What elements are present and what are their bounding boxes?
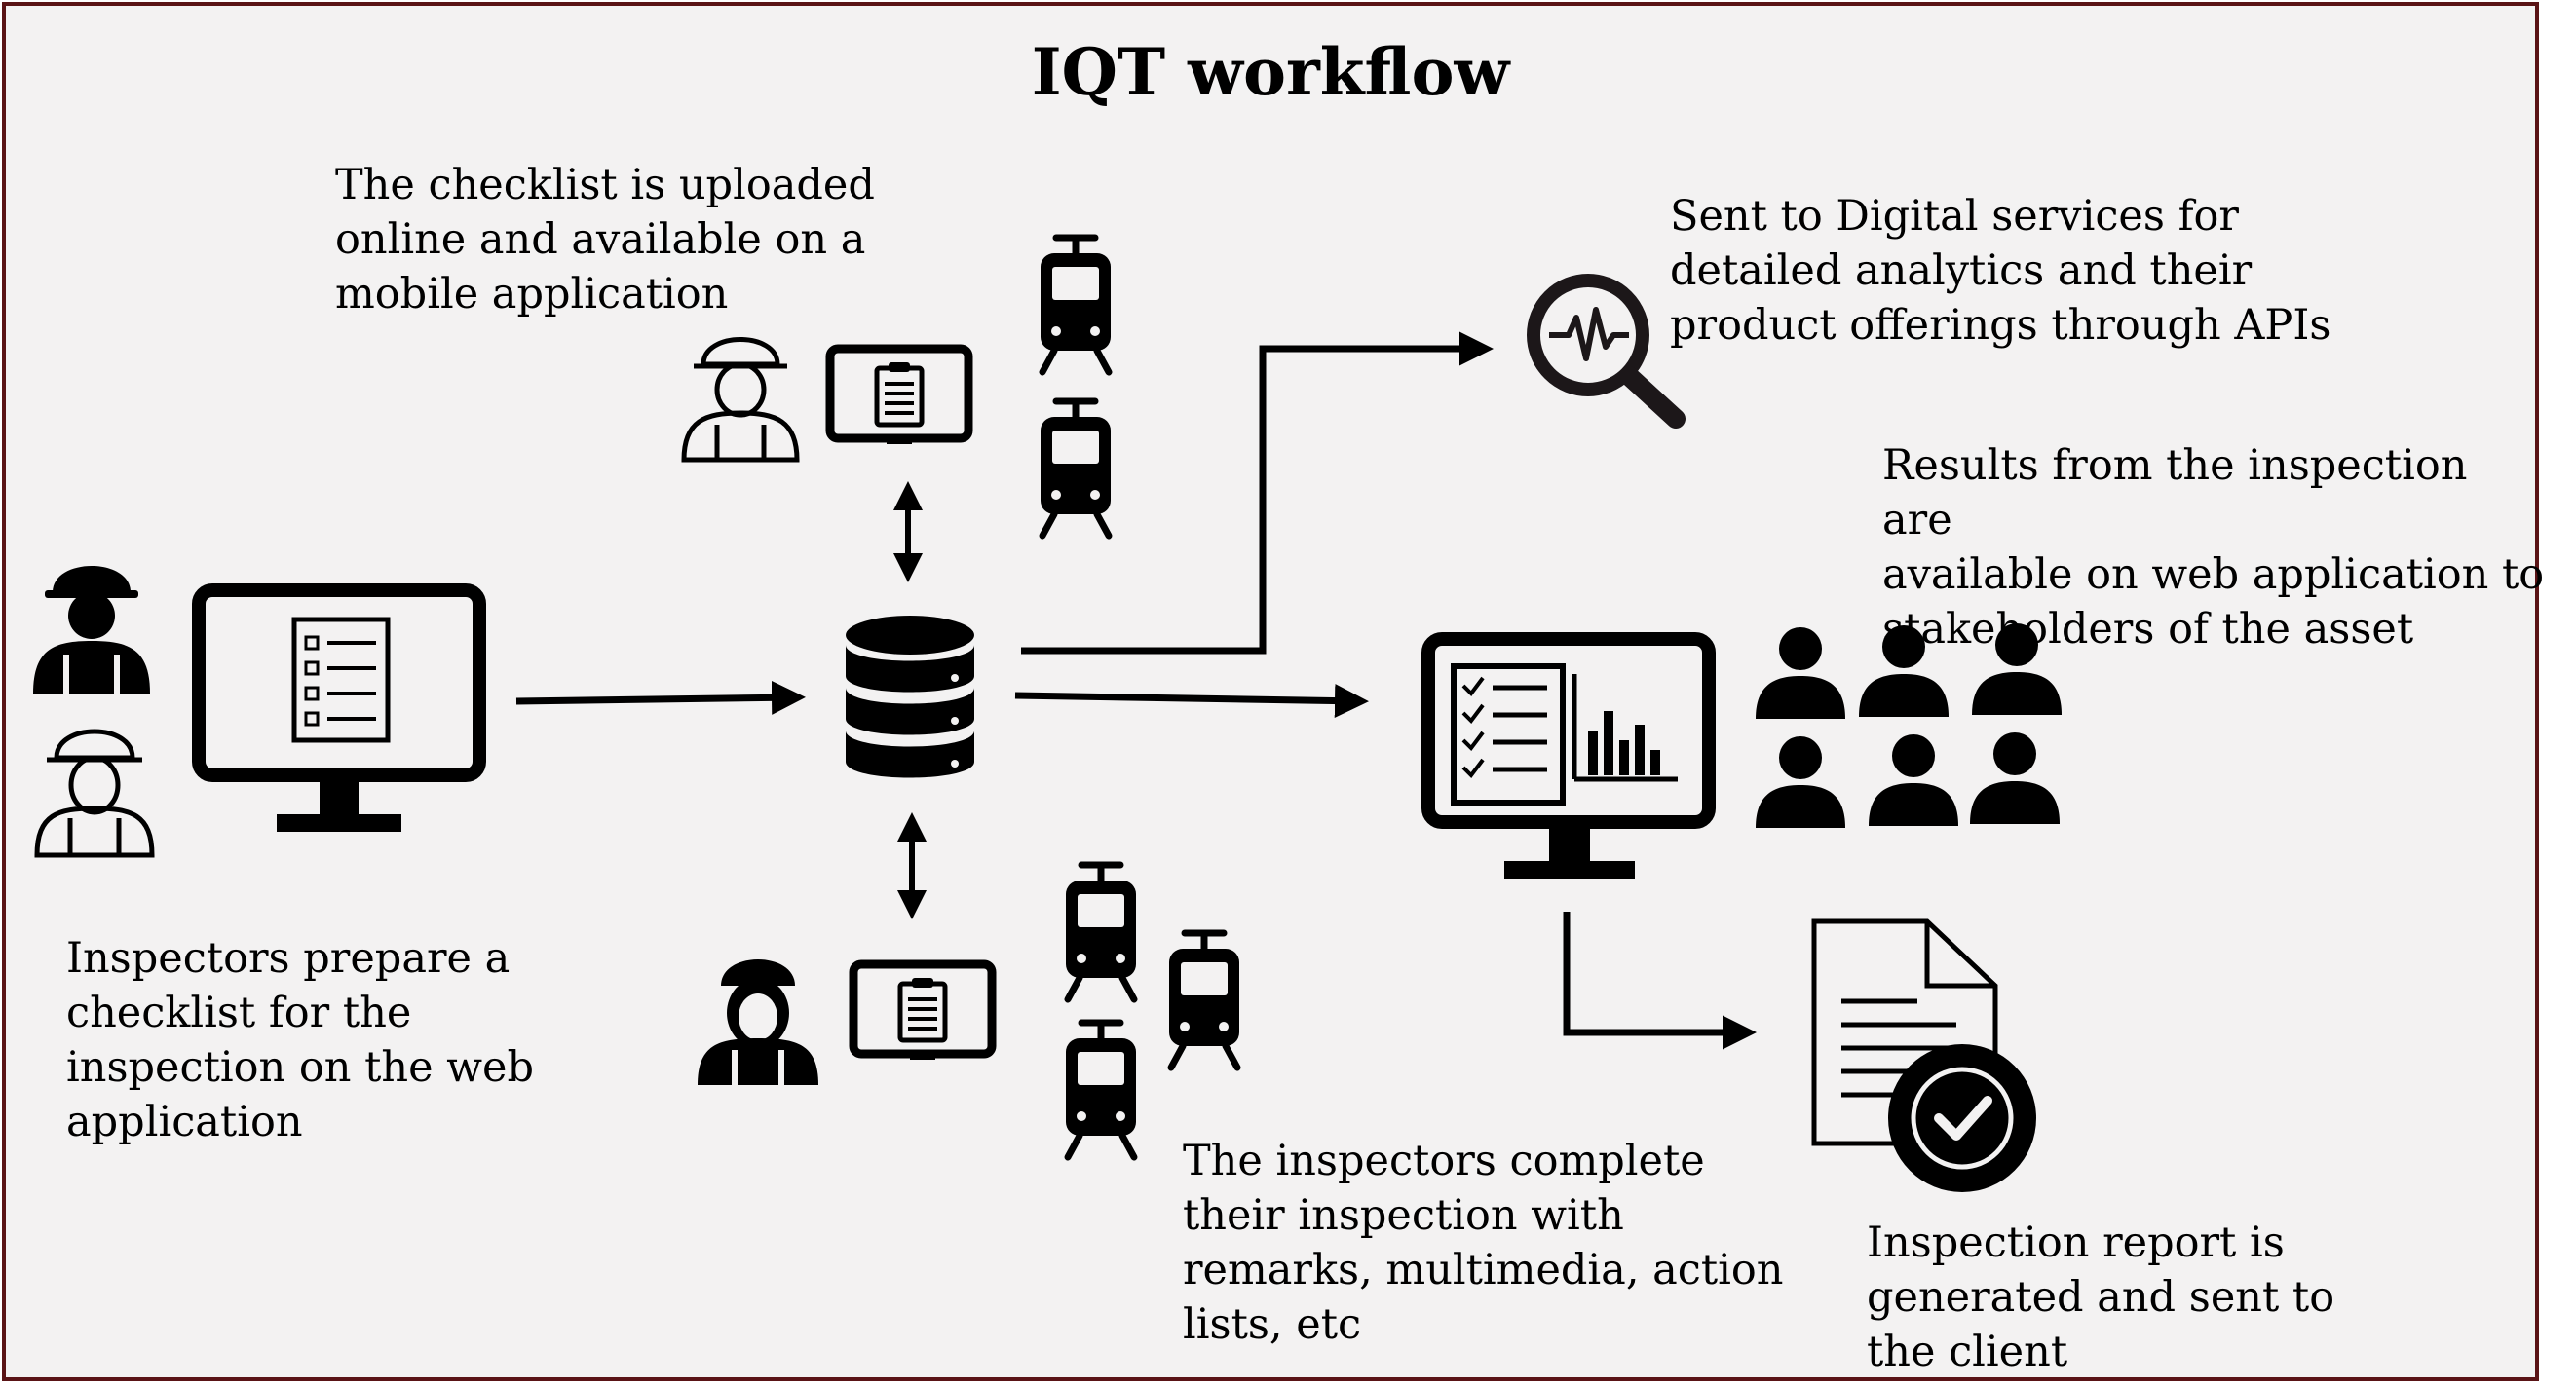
step-results-text: Results from the inspection are availabl… [1882, 441, 2545, 654]
analytics-search-icon [1527, 274, 1686, 429]
inspector-icon [33, 566, 150, 694]
step-upload-text: The checklist is uploaded online and ava… [335, 161, 875, 319]
inspector-icon [698, 959, 818, 1085]
monitor-dashboard-icon [1421, 632, 1716, 879]
diagram-title: IQT workflow [1031, 34, 1510, 110]
train-icon [1066, 1023, 1136, 1157]
certified-report-icon [1811, 918, 2036, 1192]
step-report-text: Inspection report is generated and sent … [1867, 1218, 2335, 1376]
train-icon [1041, 401, 1111, 536]
diagram-border [2, 2, 2539, 1381]
train-icon [1041, 238, 1111, 372]
train-icon [1169, 933, 1239, 1068]
inspector-icon [681, 337, 800, 463]
flow-arrows [515, 331, 1757, 1050]
inspector-icon [34, 729, 155, 858]
tablet-checklist-icon [830, 349, 968, 442]
step-complete-text: The inspectors complete their inspection… [1183, 1137, 1784, 1349]
tablet-checklist-icon [853, 964, 992, 1058]
step-prepare-text: Inspectors prepare a checklist for the i… [66, 934, 534, 1146]
train-icon [1066, 865, 1136, 999]
database-icon [846, 616, 974, 778]
step-digital-text: Sent to Digital services for detailed an… [1670, 192, 2331, 350]
monitor-checklist-icon [192, 583, 486, 832]
